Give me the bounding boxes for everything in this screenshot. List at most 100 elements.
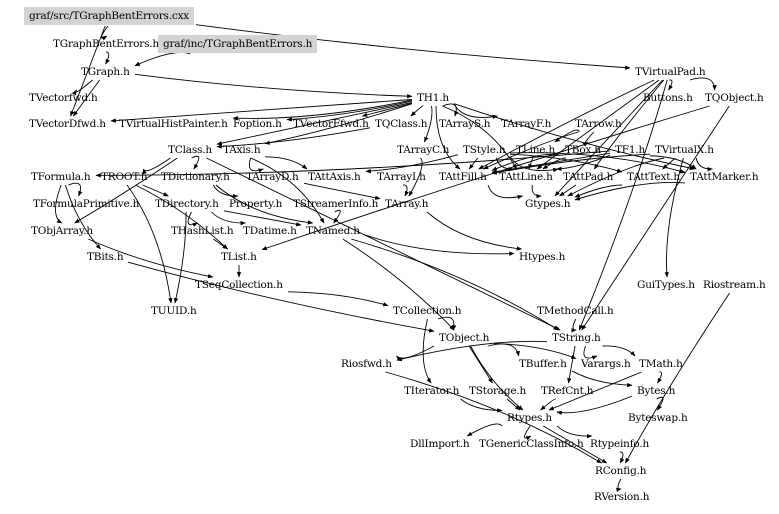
edge-tarrayd-to-tarray [303, 182, 381, 200]
graph-node-tmethodcall[interactable]: TMethodCall.h [537, 305, 614, 317]
edge-troot-to-tuuid [126, 184, 173, 304]
edge-tarray-to-htypes [426, 211, 523, 251]
edge-tvpad-to-tqobject [689, 77, 717, 91]
edge-tbox-to-tattfill [491, 153, 561, 171]
edge-th1-to-foption [286, 100, 413, 122]
edge-tgbe-to-tgraph [105, 51, 110, 65]
edge-tobject-to-tbuffer [488, 343, 520, 357]
graph-node-tuuid[interactable]: TUUID.h [151, 305, 197, 317]
graph-node-riostream[interactable]: Riostream.h [703, 279, 766, 291]
graph-node-tnamed[interactable]: TNamed.h [306, 225, 360, 237]
graph-node-varargs[interactable]: Varargs.h [581, 358, 631, 370]
graph-node-tarrays[interactable]: TArrayS.h [439, 118, 491, 130]
graph-node-tmath[interactable]: TMath.h [639, 358, 683, 370]
graph-node-tvpad[interactable]: TVirtualPad.h [635, 66, 706, 78]
edge-taxis-to-tattaxis [264, 156, 308, 170]
edge-troot-to-tdir [142, 184, 169, 197]
edge-tformula-to-tbits [64, 184, 101, 250]
graph-node-tvffwd[interactable]: TVectorFfwd.h [293, 118, 369, 130]
graph-node-tgbe[interactable]: TGraphBentErrors.h [53, 38, 159, 50]
graph-node-tcoll[interactable]: TCollection.h [393, 305, 462, 317]
edge-th1-to-tattfill [435, 105, 461, 170]
edge-tdir-to-thashlist [187, 211, 199, 227]
graph-node-tqobject[interactable]: TQObject.h [705, 92, 764, 104]
graph-node-tsinfo[interactable]: TStreamerInfo.h [293, 198, 379, 210]
graph-node-tvdfwd[interactable]: TVectorDfwd.h [29, 118, 106, 130]
edge-rconfig-to-rversion [616, 478, 622, 492]
edge-riostream-to-rconfig [625, 292, 730, 464]
edge-tstyle-to-tattpad [509, 156, 559, 173]
edge-bytes-to-rtypes [556, 395, 633, 416]
graph-node-dllimport[interactable]: DllImport.h [410, 438, 470, 450]
graph-node-tseqcoll[interactable]: TSeqCollection.h [195, 279, 283, 291]
graph-node-tgci[interactable]: TGenericClassInfo.h [479, 438, 584, 450]
graph-node-tobjarray[interactable]: TObjArray.h [31, 225, 93, 237]
graph-node-tqclass[interactable]: TQClass.h [375, 118, 428, 130]
graph-node-tarrow[interactable]: TArrow.h [575, 118, 622, 130]
graph-node-rtypes[interactable]: Rtypes.h [507, 412, 552, 424]
graph-node-riosfwd[interactable]: Riosfwd.h [341, 358, 392, 370]
graph-node-taxis[interactable]: TAxis.h [223, 144, 261, 156]
graph-node-tvhp[interactable]: TVirtualHistPainter.h [119, 118, 228, 130]
graph-node-tf1[interactable]: TF1.h [615, 144, 646, 156]
edge-tobject-to-tstorage [468, 345, 493, 384]
graph-node-trefcnt[interactable]: TRefCnt.h [541, 385, 594, 397]
graph-node-tarrayf[interactable]: TArrayF.h [501, 118, 552, 130]
graph-node-tarrayi[interactable]: TArrayI.h [377, 171, 426, 183]
graph-node-foption[interactable]: Foption.h [233, 118, 282, 130]
graph-node-tattaxis[interactable]: TAttAxis.h [308, 171, 361, 183]
graph-node-tformula[interactable]: TFormula.h [31, 171, 91, 183]
graph-node-tlist[interactable]: TList.h [221, 251, 257, 263]
graph-node-troot[interactable]: TROOT.h [101, 171, 148, 183]
graph-node-rtypeinfo[interactable]: Rtypeinfo.h [590, 438, 650, 450]
graph-node-tdatime[interactable]: TDatime.h [243, 225, 297, 237]
graph-node-tattmarker[interactable]: TAttMarker.h [690, 171, 759, 183]
graph-node-tstyle[interactable]: TStyle.h [463, 144, 506, 156]
graph-node-tline[interactable]: TLine.h [516, 144, 556, 156]
graph-node-htypes[interactable]: Htypes.h [519, 251, 566, 263]
graph-node-th1[interactable]: TH1.h [417, 92, 449, 104]
graph-node-tdir[interactable]: TDirectory.h [155, 198, 219, 210]
edge-tdir-to-tdatime [211, 211, 246, 226]
graph-node-tatttext[interactable]: TAttText.h [627, 171, 680, 183]
graph-node-tclass[interactable]: TClass.h [168, 144, 212, 156]
graph-node-bytes[interactable]: Bytes.h [637, 385, 676, 397]
graph-node-tattfill[interactable]: TAttFill.h [439, 171, 487, 183]
edge-tline-to-tattline [528, 157, 534, 170]
graph-node-inc[interactable]: graf/inc/TGraphBentErrors.h [158, 35, 318, 53]
graph-node-tgraph[interactable]: TGraph.h [81, 66, 130, 78]
graph-node-tarrayd[interactable]: TArrayD.h [246, 171, 299, 183]
edge-tqclass-to-tclass [216, 127, 371, 149]
graph-node-titerator[interactable]: TIterator.h [404, 385, 460, 397]
graph-node-tarray[interactable]: TArray.h [385, 198, 429, 210]
edge-tcoll-to-titerator [422, 318, 432, 384]
graph-node-tobject[interactable]: TObject.h [439, 332, 490, 344]
graph-node-thashlist[interactable]: THashList.h [171, 225, 234, 237]
graph-node-tattpad[interactable]: TAttPad.h [563, 171, 614, 183]
edge-tstyle-to-tattfill [468, 157, 479, 170]
graph-node-tdict[interactable]: TDictionary.h [161, 171, 230, 183]
graph-node-tvfwd[interactable]: TVectorfwd.h [29, 92, 98, 104]
graph-node-tvirtualx[interactable]: TVirtualX.h [655, 144, 714, 156]
graph-node-rversion[interactable]: RVersion.h [594, 491, 650, 503]
graph-node-tbox[interactable]: TBox.h [565, 144, 601, 156]
graph-node-property[interactable]: Property.h [229, 198, 283, 210]
graph-node-guitypes[interactable]: GuiTypes.h [637, 279, 695, 291]
graph-node-tfprim[interactable]: TFormulaPrimitive.h [33, 198, 140, 210]
graph-node-rconfig[interactable]: RConfig.h [595, 465, 647, 477]
graph-node-byteswap[interactable]: Byteswap.h [628, 412, 688, 424]
graph-node-tstorage[interactable]: TStorage.h [469, 385, 527, 397]
edge-tstyle-to-tattaxis [365, 154, 459, 174]
edge-tgraph-to-tvfwd [72, 79, 93, 96]
graph-node-src[interactable]: graf/src/TGraphBentErrors.cxx [24, 7, 195, 25]
graph-node-tbuffer[interactable]: TBuffer.h [519, 358, 567, 370]
graph-node-gtypes[interactable]: Gtypes.h [525, 198, 571, 210]
graph-node-buttons[interactable]: Buttons.h [643, 92, 693, 104]
graph-node-tbits[interactable]: TBits.h [87, 251, 124, 263]
edge-tstorage-to-rtypes [506, 398, 521, 411]
edge-tarrayc-to-tarray [408, 157, 423, 197]
graph-node-tarrayc[interactable]: TArrayC.h [397, 144, 450, 156]
graph-node-tattline[interactable]: TAttLine.h [499, 171, 553, 183]
graph-node-tstring[interactable]: TString.h [552, 332, 601, 344]
edge-tattpad-to-gtypes [559, 184, 577, 197]
